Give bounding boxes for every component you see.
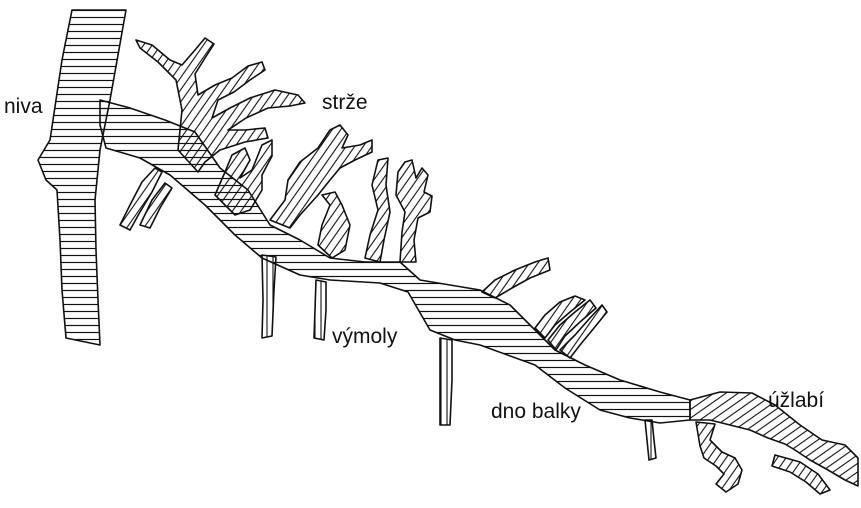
strz-ravine-6 [396, 160, 432, 262]
strz-side-right-1 [482, 258, 550, 298]
vymol-4 [645, 420, 656, 460]
label-strze: strže [322, 92, 368, 113]
vymol-1 [262, 255, 276, 338]
label-uzlabi: úžlabí [768, 390, 824, 411]
uzlabi-branch-lower [696, 422, 742, 492]
vymol-3 [440, 338, 452, 425]
strz-ravine-2 [215, 140, 272, 215]
niva-floodplain [38, 10, 126, 345]
label-niva: niva [4, 96, 43, 117]
strz-ravine-5 [365, 158, 390, 262]
strz-ravine-4 [318, 192, 350, 258]
vymol-2 [314, 280, 326, 340]
label-vymoly: výmoly [332, 326, 397, 347]
strz-ravine-3 [270, 125, 372, 228]
label-dno-balky: dno balky [491, 401, 581, 422]
